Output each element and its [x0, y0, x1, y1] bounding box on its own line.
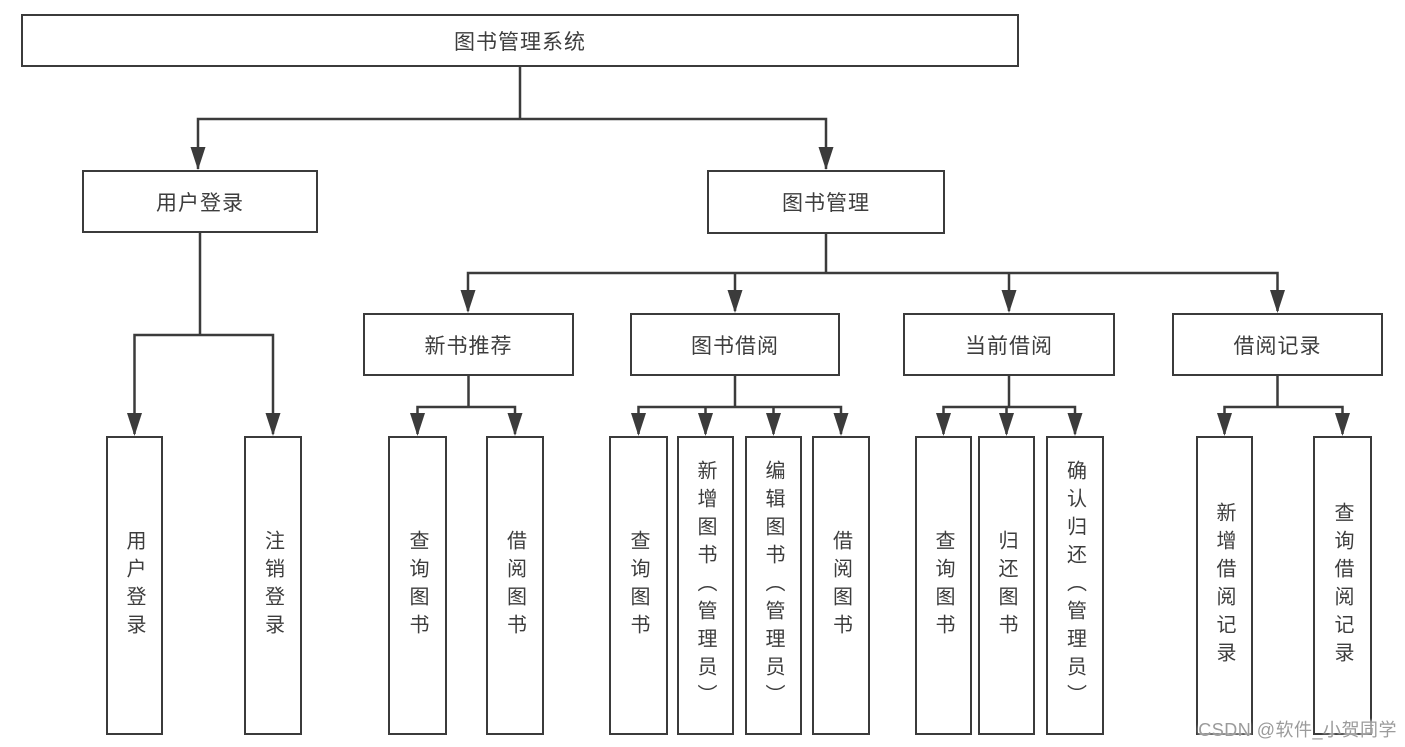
node-label: 借阅图书 — [829, 529, 852, 642]
connector-borrow-split — [637, 405, 843, 434]
node-add-borrow-record: 新增借阅记录 — [1196, 436, 1253, 735]
node-label: 归还图书 — [995, 529, 1017, 642]
node-label: 图书管理系统 — [454, 30, 586, 54]
node-confirm-return-admin: 确认归还（管理员） — [1046, 436, 1104, 735]
node-label: 借阅图书 — [503, 529, 526, 642]
connector-records-split — [1223, 405, 1344, 434]
node-label: 当前借阅 — [965, 334, 1053, 358]
node-query-borrow-record: 查询借阅记录 — [1313, 436, 1372, 735]
node-label: 注销登录 — [261, 529, 284, 642]
connector-paths — [133, 67, 1344, 434]
node-label: 新书推荐 — [424, 334, 513, 358]
node-label: 查询图书 — [627, 529, 649, 642]
node-label: 新增借阅记录 — [1213, 501, 1235, 670]
node-book-borrowing: 图书借阅 — [630, 313, 840, 376]
connector-bookmgmt-split — [466, 271, 1279, 311]
node-label: 图书管理 — [782, 192, 870, 215]
node-query-books-1: 查询图书 — [388, 436, 447, 735]
connector-newbooks-split — [416, 405, 517, 434]
node-label: 查询借阅记录 — [1331, 501, 1353, 670]
node-query-books-2: 查询图书 — [609, 436, 668, 735]
watermark-text: CSDN @软件_小贺同学 — [1198, 720, 1397, 740]
node-current-borrowing: 当前借阅 — [903, 313, 1115, 376]
node-library-management-system: 图书管理系统 — [21, 14, 1019, 67]
connector-userlogin-split — [133, 333, 275, 434]
node-label: 借阅记录 — [1233, 334, 1322, 358]
node-query-books-3: 查询图书 — [915, 436, 972, 735]
node-label: 用户登录 — [156, 191, 244, 215]
node-label: 用户登录 — [123, 529, 145, 642]
node-label: 新增图书（管理员） — [694, 459, 716, 712]
node-borrow-books-1: 借阅图书 — [486, 436, 544, 735]
node-label: 编辑图书（管理员） — [762, 459, 784, 712]
node-label: 图书借阅 — [691, 334, 779, 358]
node-return-books: 归还图书 — [978, 436, 1035, 735]
node-new-book-recommendation: 新书推荐 — [363, 313, 574, 376]
node-label: 查询图书 — [406, 529, 428, 642]
node-label: 查询图书 — [932, 529, 954, 642]
node-borrowing-records: 借阅记录 — [1172, 313, 1383, 376]
node-user-login-leaf: 用户登录 — [106, 436, 163, 735]
node-add-books-admin: 新增图书（管理员） — [677, 436, 734, 735]
connector-root-split — [196, 117, 828, 169]
node-edit-books-admin: 编辑图书（管理员） — [745, 436, 802, 735]
node-user-login: 用户登录 — [82, 170, 318, 233]
node-label: 确认归还（管理员） — [1063, 459, 1086, 712]
node-logout: 注销登录 — [244, 436, 302, 735]
node-book-management: 图书管理 — [707, 170, 945, 234]
node-borrow-books-2: 借阅图书 — [812, 436, 870, 735]
